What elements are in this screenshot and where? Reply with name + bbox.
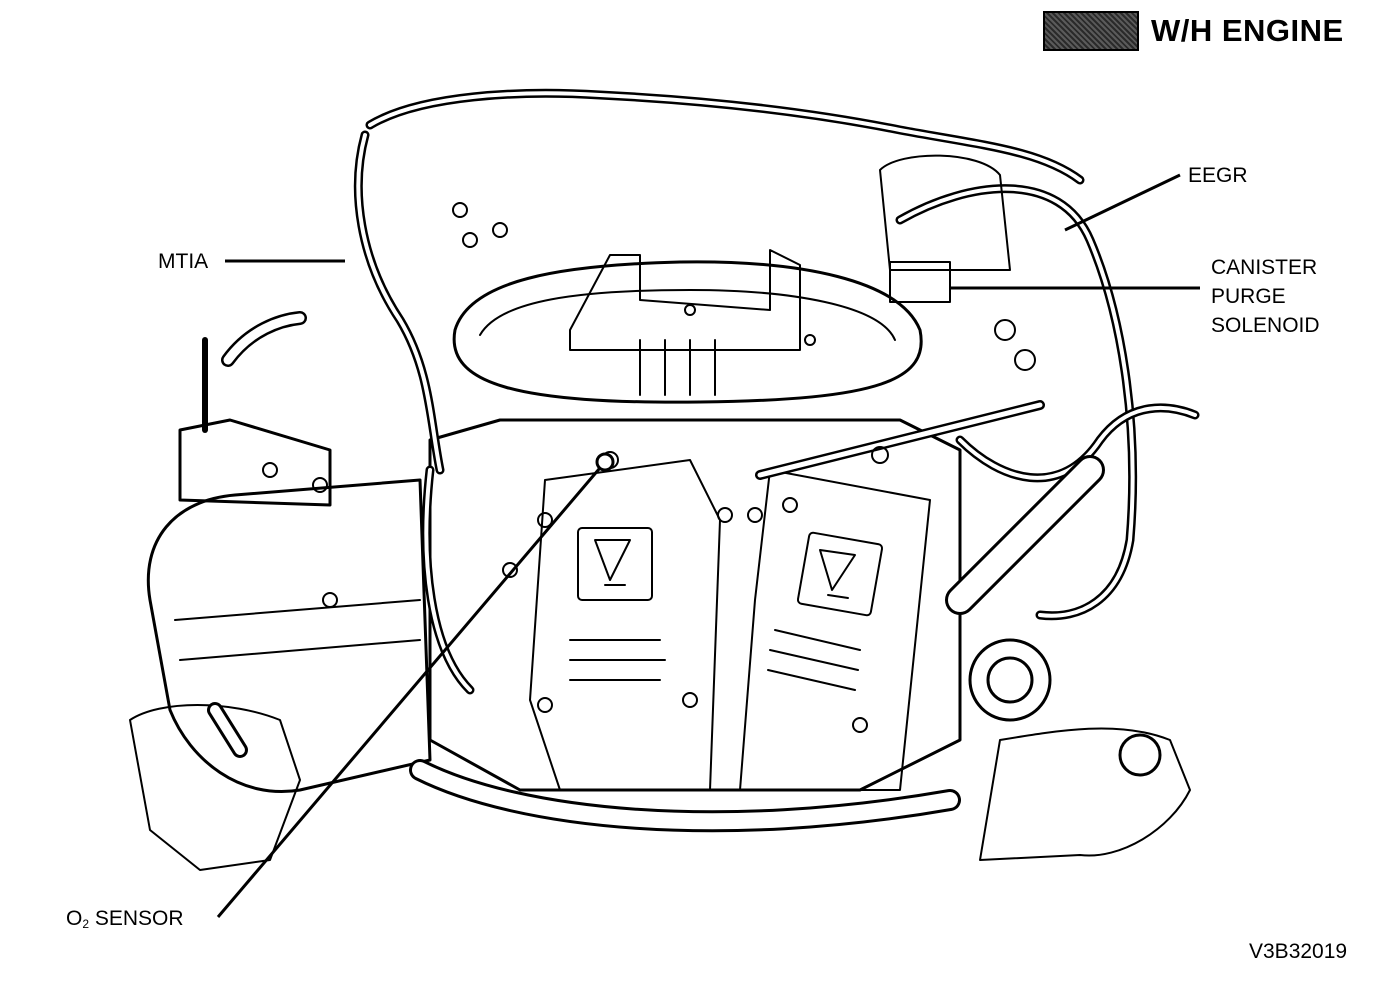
transmission-housing [146, 478, 432, 793]
intake-plenum [452, 260, 923, 404]
wiring-harness [365, 88, 1085, 185]
label-mtia: MTIA [158, 250, 209, 273]
label-o2-sensor: O2 SENSOR [66, 904, 184, 939]
eegr-leader [1064, 173, 1181, 232]
hot-warning-icon [796, 531, 884, 617]
label-canister-line-3: SOLENOID [1211, 314, 1320, 337]
o2-sensor-leader [216, 461, 607, 918]
engine-block [428, 418, 962, 792]
heat-shield-left [529, 459, 721, 791]
label-o2-subscript: 2 [82, 917, 90, 931]
heat-shield-right [739, 469, 931, 791]
engine-variant-header: W/H ENGINE [1043, 10, 1344, 52]
harness-legend-swatch [1043, 11, 1139, 51]
label-canister-line-1: CANISTER [1211, 256, 1318, 279]
right-pulley [968, 638, 1052, 722]
figure-code: V3B32019 [1249, 940, 1348, 963]
label-eegr: EEGR [1188, 164, 1248, 187]
label-o2-prefix: O [66, 907, 83, 930]
purge-solenoid [889, 261, 951, 303]
label-o2-suffix: SENSOR [89, 907, 184, 930]
eegr-valve [879, 154, 1011, 271]
left-bracket [178, 418, 332, 507]
label-canister-line-2: PURGE [1211, 285, 1286, 308]
label-canister-purge-solenoid: CANISTER PURGE SOLENOID [1211, 253, 1320, 340]
plenum-bracket [569, 249, 801, 351]
hot-warning-icon [577, 527, 653, 601]
right-mount [979, 727, 1191, 861]
engine-variant-title: W/H ENGINE [1151, 13, 1344, 48]
left-lower-housing [129, 704, 301, 871]
